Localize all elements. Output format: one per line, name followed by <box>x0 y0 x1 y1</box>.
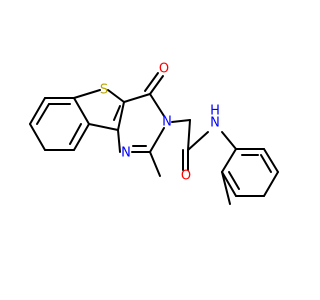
bond-layer <box>29 72 279 205</box>
bond <box>107 89 125 103</box>
bond <box>263 148 279 173</box>
bond <box>221 171 231 205</box>
bond <box>117 129 121 153</box>
bond <box>123 93 151 103</box>
bond <box>149 127 165 153</box>
bond <box>260 154 272 173</box>
bond <box>29 97 46 125</box>
bond <box>149 75 164 95</box>
bond <box>144 72 159 92</box>
bond <box>221 171 237 197</box>
atom-label-sulfur: S <box>100 83 108 98</box>
bond <box>29 123 46 151</box>
atom-label-nitrogen-amide: N <box>210 116 220 131</box>
atom-label-layer: S O N N O N H <box>100 62 220 184</box>
bond <box>149 151 161 177</box>
bond <box>36 103 50 125</box>
molecule-diagram: S O N N O N H <box>29 62 279 205</box>
bond <box>221 148 237 173</box>
bond <box>113 105 121 121</box>
bond <box>117 101 125 131</box>
atom-label-nitrogen-n1: N <box>121 146 131 161</box>
bond <box>69 123 82 145</box>
bond <box>73 97 90 125</box>
structure-canvas: S O N N O N H <box>29 62 279 205</box>
bond <box>221 131 237 150</box>
bond <box>228 171 240 190</box>
bond <box>187 119 191 151</box>
atom-label-oxygen-amide: O <box>181 169 191 184</box>
atom-label-oxygen-ketone: O <box>159 62 169 77</box>
bond <box>88 123 119 131</box>
bond <box>73 123 90 151</box>
bond <box>171 119 191 123</box>
bond <box>187 131 209 151</box>
bond <box>263 171 279 197</box>
atom-label-hydrogen-amide: H <box>210 104 220 119</box>
bond <box>149 93 165 117</box>
atom-label-nitrogen-n3: N <box>162 115 172 130</box>
bond <box>73 89 101 99</box>
